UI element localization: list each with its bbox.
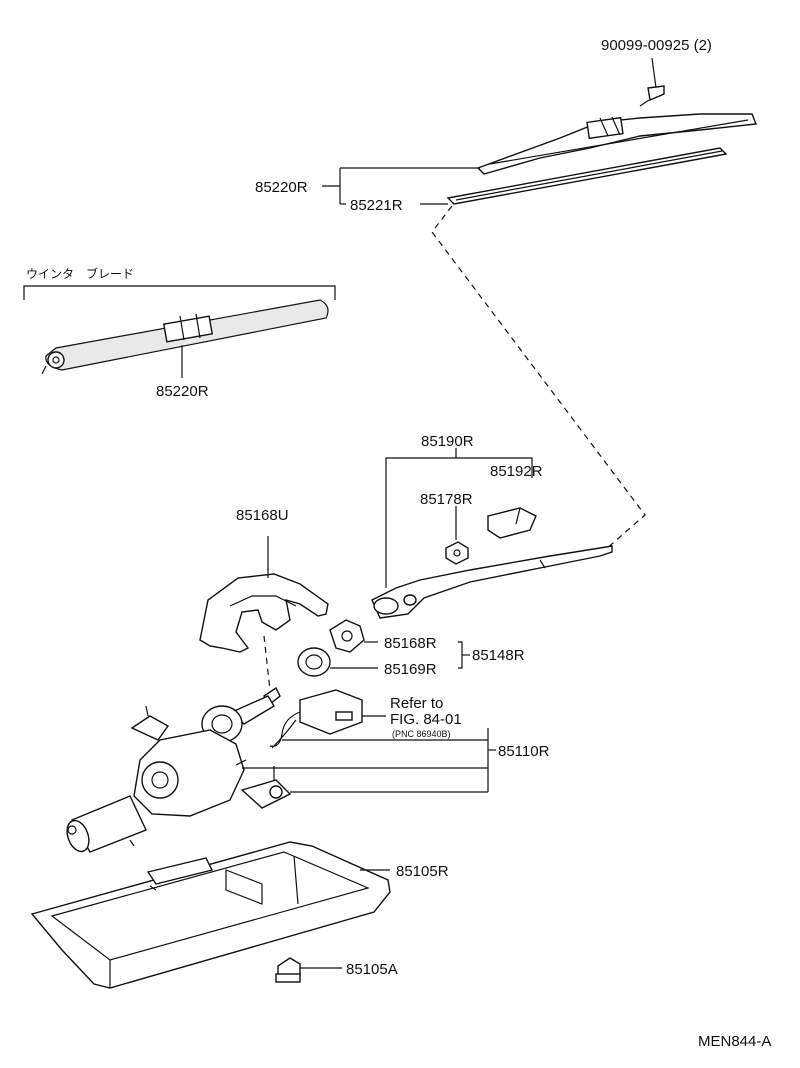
- arm-cap-part: [487, 507, 537, 539]
- label-refer-line1: Refer to: [390, 695, 443, 712]
- label-figure-code: MEN844-A: [698, 1033, 771, 1050]
- label-refer-line2: FIG. 84-01: [390, 711, 462, 728]
- label-winter-blade-title: ウインタ ブレード: [26, 266, 134, 281]
- label-refer-pnc: (PNC 86940B): [392, 729, 451, 739]
- label-blade: 85220R: [255, 179, 308, 196]
- pivot-washer-part: [329, 619, 378, 653]
- assembly-dashed-line: [431, 205, 646, 551]
- label-winter-blade: 85220R: [156, 383, 209, 400]
- label-kit: 85148R: [472, 647, 525, 664]
- label-cover: 85168U: [236, 507, 289, 524]
- kit-bracket: [458, 641, 463, 669]
- cover-dashed-line: [263, 635, 271, 691]
- label-arm-assy: 85190R: [421, 433, 474, 450]
- wiper-blade-part: [476, 113, 757, 175]
- label-cap: 85192R: [490, 463, 543, 480]
- wiper-arm-part: [371, 545, 613, 619]
- label-nut: 85178R: [420, 491, 473, 508]
- wiper-motor-part: [66, 686, 292, 853]
- pivot-cover-part: [199, 536, 329, 653]
- label-rubber: 85221R: [350, 197, 403, 214]
- connector-part: [269, 689, 386, 749]
- screw-part: [639, 57, 665, 107]
- label-washer: 85168R: [384, 635, 437, 652]
- label-motor: 85110R: [498, 743, 550, 760]
- grommet-part: [275, 957, 342, 983]
- label-grommet: 85105A: [346, 961, 398, 978]
- label-screw: 90099-00925 (2): [601, 37, 712, 54]
- arm-nut-part: [445, 506, 469, 565]
- pivot-seal-part: [297, 647, 378, 677]
- wiper-rubber-part: [446, 147, 728, 205]
- motor-bracket-tray-part: [30, 841, 391, 989]
- label-bracket: 85105R: [396, 863, 449, 880]
- arm-assy-bracket: [385, 457, 533, 588]
- winter-blade-group: [23, 285, 336, 378]
- label-seal: 85169R: [384, 661, 437, 678]
